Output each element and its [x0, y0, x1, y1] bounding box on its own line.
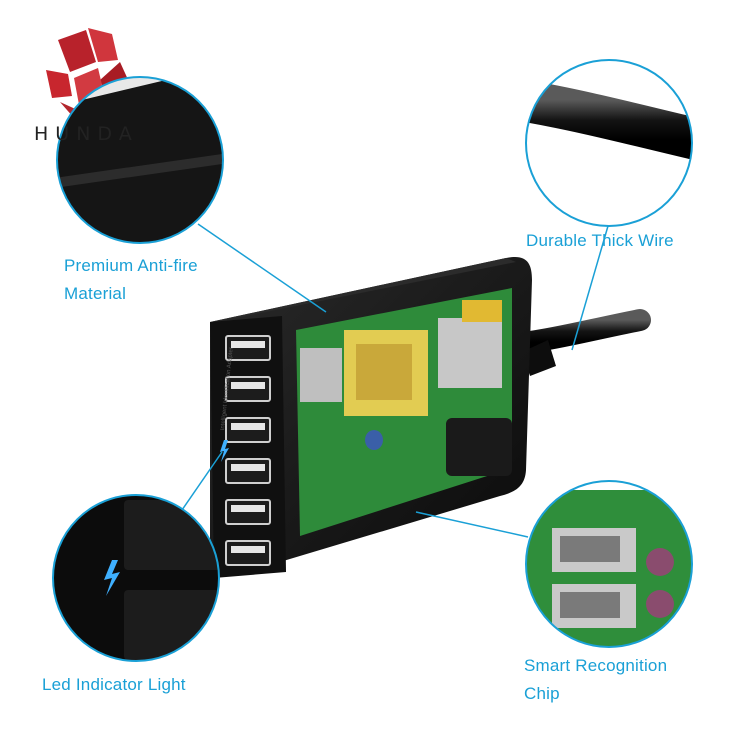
callout-label-chip: Smart Recognition Chip	[524, 652, 667, 708]
leader-line-led	[181, 451, 223, 511]
leader-line-premium	[197, 223, 327, 313]
leader-line-chip	[415, 511, 529, 538]
callout-circle-led	[52, 494, 220, 662]
callout-label-chip-line-1: Smart Recognition	[524, 656, 668, 675]
callout-circle-premium	[56, 76, 224, 244]
callout-label-wire-line-1: Durable Thick Wire	[526, 231, 674, 250]
brand-name: HUNDA	[34, 123, 139, 145]
callout-circle-chip	[525, 480, 693, 648]
leader-line-wire	[571, 225, 609, 351]
power-cable	[519, 309, 651, 376]
callout-circle-wire	[525, 59, 693, 227]
charger-body	[210, 256, 532, 578]
usb-port	[225, 417, 271, 443]
callout-label-led-line-1: Led Indicator Light	[42, 675, 186, 694]
callout-label-chip-line-2: Chip	[524, 684, 560, 703]
callout-label-led: Led Indicator Light	[42, 671, 186, 699]
usb-port	[225, 458, 271, 484]
callout-label-premium: Premium Anti-fire Material	[64, 252, 198, 308]
callout-label-premium-line-1: Premium Anti-fire	[64, 256, 198, 275]
callout-label-premium-line-2: Material	[64, 284, 127, 303]
usb-port	[225, 540, 271, 566]
callout-label-wire: Durable Thick Wire	[526, 227, 674, 255]
usb-port	[225, 376, 271, 402]
led-indicator-icon	[220, 440, 229, 462]
leader-lines	[181, 223, 609, 538]
usb-port	[225, 499, 271, 525]
usb-port-column	[225, 335, 271, 566]
usb-port	[225, 335, 271, 361]
